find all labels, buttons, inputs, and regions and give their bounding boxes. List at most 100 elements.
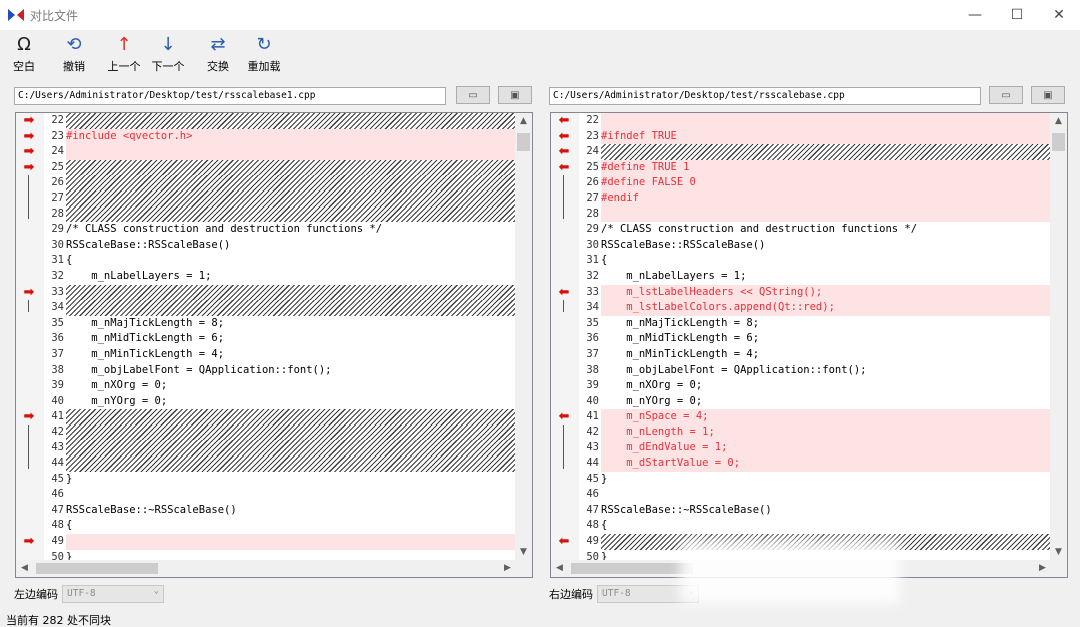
diff-block-line [28,425,29,469]
scroll-thumb[interactable] [517,133,530,151]
code-line: 35 m_nMajTickLength = 8; [51,316,225,329]
window-title: 对比文件 [30,8,79,23]
diff-marker-right-arrow-icon[interactable]: ➡ [23,284,35,300]
code-line: 50} [586,550,608,561]
scroll-left-icon[interactable]: ◀ [556,563,563,573]
diff-marker-left-arrow-icon[interactable]: ⬅ [558,534,570,550]
left-encoding-select[interactable]: UTF-8 ⌄ [62,585,164,603]
code-line: 43 [44,440,516,457]
next-diff-label: 下一个 [151,60,185,73]
left-horizontal-scrollbar[interactable]: ◀ ▶ [16,560,532,577]
code-line: 40 m_nYOrg = 0; [51,394,168,407]
title-bar: 对比文件 — ☐ ✕ [0,0,1080,30]
scroll-thumb[interactable] [36,563,158,574]
diff-marker-left-arrow-icon[interactable]: ⬅ [558,409,570,425]
code-line: 25 [44,159,516,176]
right-encoding-select[interactable]: UTF-8 ⌄ [597,585,699,603]
code-line: 27 [44,190,516,207]
reload-button[interactable]: ↻ 重加载 [244,34,284,74]
code-line: 45} [51,472,73,485]
toolbar: Ω 空白 ⟲ 撤销 ↑ 上一个 ↓ 下一个 ⇄ 交换 ↻ 重加载 [0,30,1080,76]
code-line: 28 [579,206,1051,223]
code-line: 36 m_nMidTickLength = 6; [586,332,760,345]
code-line: 34 m_lstLabelColors.append(Qt::red); [579,300,1051,316]
scroll-right-icon[interactable]: ▶ [1039,563,1046,573]
diff-marker-left-arrow-icon[interactable]: ⬅ [558,159,570,175]
whitespace-label: 空白 [13,60,35,73]
code-line: 46 [586,488,599,501]
save-icon: ▣ [1043,89,1053,101]
right-path-field[interactable]: C:/Users/Administrator/Desktop/test/rssc… [549,87,981,105]
left-editor-pane[interactable]: ➡ ➡ ➡ ➡ ➡ ➡ ➡ 22 23#include <qvector.h> … [15,112,533,578]
scroll-down-icon[interactable]: ▼ [1055,547,1062,557]
diff-marker-left-arrow-icon[interactable]: ⬅ [558,113,570,128]
minimize-button[interactable]: — [968,7,982,23]
blurred-watermark [680,540,900,604]
scroll-thumb[interactable] [571,563,693,574]
code-line: 37 m_nMinTickLength = 4; [51,347,225,360]
right-encoding-label: 右边编码 [549,588,593,601]
left-diff-gutter: ➡ ➡ ➡ ➡ ➡ ➡ ➡ [16,113,44,561]
code-line: 24 [579,144,1051,160]
code-line: 48{ [586,519,608,532]
diff-marker-left-arrow-icon[interactable]: ⬅ [558,128,570,144]
code-line: 41 [44,409,516,425]
right-path-row: C:/Users/Administrator/Desktop/test/rssc… [549,86,1069,106]
diff-marker-right-arrow-icon[interactable]: ➡ [23,144,35,160]
scroll-down-icon[interactable]: ▼ [520,547,527,557]
maximize-button[interactable]: ☐ [1010,7,1024,23]
code-line: 44 m_dStartValue = 0; [579,456,1051,472]
compare-logo-icon [8,8,24,22]
right-editor-pane[interactable]: ⬅ ⬅ ⬅ ⬅ ⬅ ⬅ ⬅ 22 23#ifndef TRUE 24 25#de… [550,112,1068,578]
scroll-up-icon[interactable]: ▲ [1055,116,1062,126]
code-line: 32 m_nLabelLayers = 1; [51,269,212,282]
code-line: 31{ [586,254,608,267]
code-line: 38 m_objLabelFont = QApplication::font()… [51,363,332,376]
right-vertical-scrollbar[interactable]: ▲ ▼ [1050,113,1067,561]
swap-button[interactable]: ⇄ 交换 [204,34,232,74]
diff-marker-right-arrow-icon[interactable]: ➡ [23,159,35,175]
diff-marker-right-arrow-icon[interactable]: ➡ [23,128,35,144]
close-button[interactable]: ✕ [1053,7,1065,23]
left-path-field[interactable]: C:/Users/Administrator/Desktop/test/rssc… [14,87,446,105]
code-line: 33 [44,284,516,301]
next-diff-button[interactable]: ↓ 下一个 [150,34,186,74]
diff-marker-right-arrow-icon[interactable]: ➡ [23,113,35,128]
right-code-lines[interactable]: 22 23#ifndef TRUE 24 25#define TRUE 1 26… [579,113,1051,561]
reload-icon: ↻ [256,34,272,55]
scroll-thumb[interactable] [1052,133,1065,151]
right-open-button[interactable]: ▭ [989,86,1023,104]
left-encoding-row: 左边编码 UTF-8 ⌄ [14,585,164,603]
code-line: 50} [51,550,73,561]
left-open-button[interactable]: ▭ [456,86,490,104]
arrow-down-icon: ↓ [160,34,176,55]
left-save-button[interactable]: ▣ [498,86,532,104]
code-line: 35 m_nMajTickLength = 8; [586,316,760,329]
left-vertical-scrollbar[interactable]: ▲ ▼ [515,113,532,561]
diff-marker-left-arrow-icon[interactable]: ⬅ [558,284,570,300]
code-line: 32 m_nLabelLayers = 1; [586,269,747,282]
chevron-down-icon: ⌄ [153,586,159,596]
status-text: 当前有 282 处不同块 [6,614,111,627]
arrow-up-icon: ↑ [116,34,132,55]
diff-marker-right-arrow-icon[interactable]: ➡ [23,409,35,425]
diff-marker-left-arrow-icon[interactable]: ⬅ [558,144,570,160]
diff-block-line [28,175,29,219]
left-path-row: C:/Users/Administrator/Desktop/test/rssc… [14,86,534,106]
code-line: 44 [44,456,516,472]
diff-marker-right-arrow-icon[interactable]: ➡ [23,534,35,550]
left-code-lines[interactable]: 22 23#include <qvector.h> 24 25 26 27 28… [44,113,516,561]
scroll-left-icon[interactable]: ◀ [21,563,28,573]
code-line: 34 [44,300,516,316]
prev-diff-button[interactable]: ↑ 上一个 [106,34,142,74]
right-save-button[interactable]: ▣ [1031,86,1065,104]
scroll-up-icon[interactable]: ▲ [520,116,527,126]
code-line: 37 m_nMinTickLength = 4; [586,347,760,360]
whitespace-button[interactable]: Ω 空白 [10,34,38,74]
whitespace-icon: Ω [17,34,31,55]
scroll-right-icon[interactable]: ▶ [504,563,511,573]
undo-button[interactable]: ⟲ 撤销 [60,34,88,74]
